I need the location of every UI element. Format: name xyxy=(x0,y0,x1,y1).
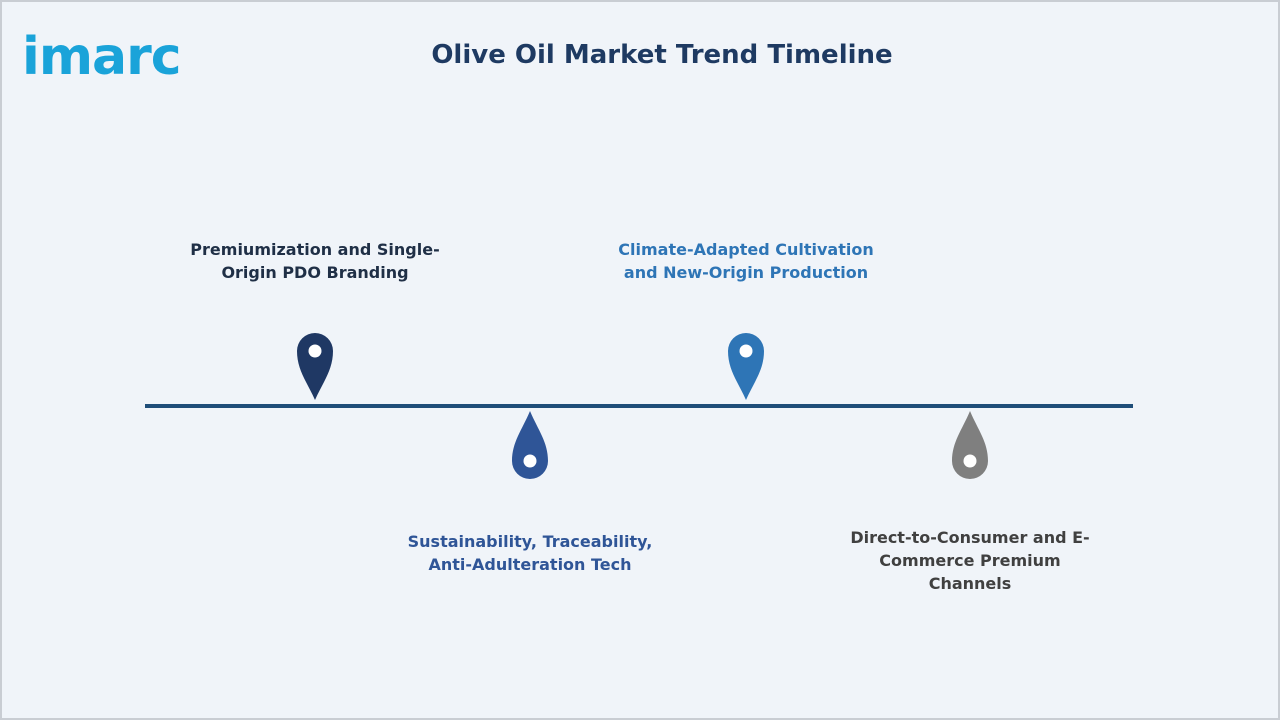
drop-pin-icon xyxy=(512,411,548,479)
svg-text:imarc: imarc xyxy=(22,27,181,82)
milestone-label-line: Premiumization and Single- xyxy=(190,240,440,259)
milestone-label-line: Direct-to-Consumer and E- xyxy=(850,528,1090,547)
imarc-logo: imarc xyxy=(22,27,182,82)
milestone-label-line: Climate-Adapted Cultivation xyxy=(618,240,874,259)
milestone-label-line: Anti-Adulteration Tech xyxy=(428,555,632,574)
map-pin-icon xyxy=(728,333,764,400)
drop-pin-icon xyxy=(952,411,988,479)
timeline-line xyxy=(145,404,1133,408)
milestone-label-line: Commerce Premium Channels xyxy=(879,551,1061,593)
milestone-label-sustainability: Sustainability, Traceability, Anti-Adult… xyxy=(400,530,660,576)
page-title: Olive Oil Market Trend Timeline xyxy=(431,40,893,70)
milestone-label-line: and New-Origin Production xyxy=(623,263,869,282)
milestone-label-premiumization: Premiumization and Single- Origin PDO Br… xyxy=(185,238,445,284)
milestone-label-climate: Climate-Adapted Cultivation and New-Orig… xyxy=(616,238,876,284)
map-pin-icon xyxy=(297,333,333,400)
milestone-label-direct-to-consumer: Direct-to-Consumer and E- Commerce Premi… xyxy=(840,526,1100,595)
milestone-label-line: Sustainability, Traceability, xyxy=(407,532,653,551)
milestone-label-line: Origin PDO Branding xyxy=(221,263,409,282)
